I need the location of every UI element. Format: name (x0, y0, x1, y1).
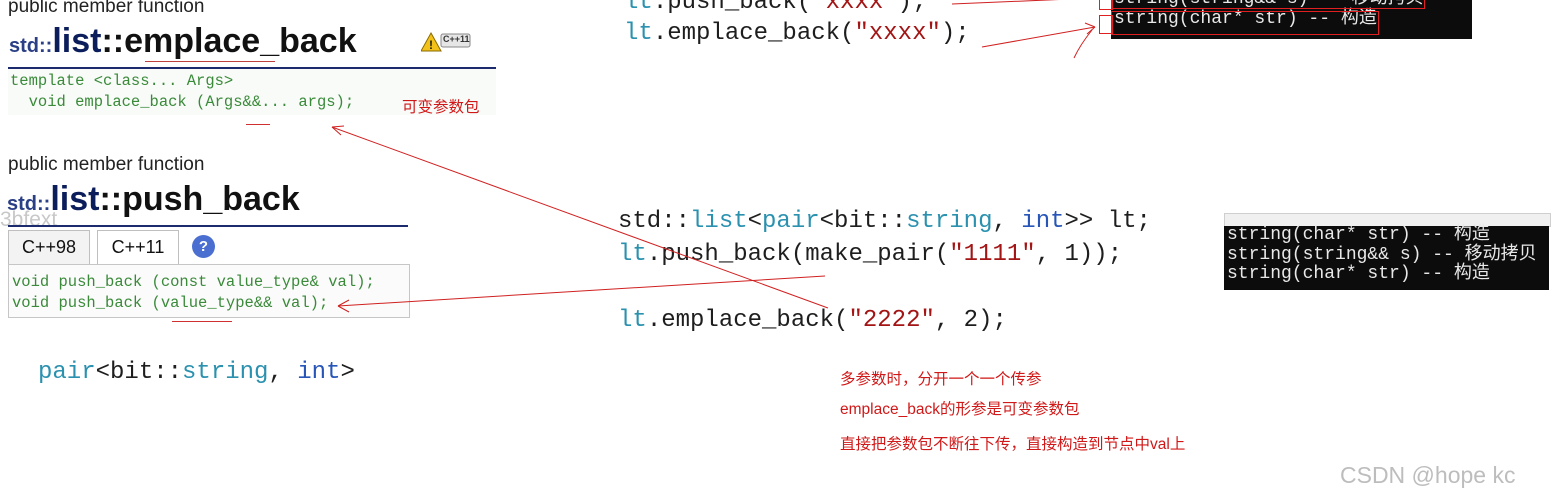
push-doc-ns: std:: (7, 193, 51, 215)
top-console-line2: string(char* str) -- 构造 (1114, 8, 1377, 29)
decl-end: >> lt; (1064, 208, 1151, 235)
pair-string-type: string (182, 359, 269, 386)
cpp11-badge-text: C++11 (443, 34, 470, 44)
top-emplace-str: "xxxx" (854, 20, 941, 47)
top-console-highlight-1 (1111, 0, 1425, 9)
pair-keyword: pair (38, 359, 96, 386)
push-doc-title: std::list::push_back (7, 180, 300, 219)
push-doc-method: push_back (122, 180, 300, 218)
emplace-doc-method: emplace_back (124, 22, 357, 60)
curl-stroke (1073, 29, 1093, 59)
decl-std-ns: std:: (618, 208, 691, 235)
mid-console-line2: string(string&& s) -- 移动拷贝 (1227, 244, 1537, 265)
val-underline (172, 321, 232, 322)
top-console-highlight-2 (1111, 11, 1379, 35)
csdn-credit: CSDN @hope kc (1340, 462, 1516, 488)
top-push-str: "xxxx" (811, 0, 898, 16)
emp-lt: lt (618, 307, 647, 334)
top-lt-1: lt (624, 0, 653, 16)
emplace-doc-sep: :: (101, 22, 125, 60)
variadic-arrowhead (331, 125, 345, 136)
decl-comma: , (992, 208, 1022, 235)
decl-pair-type: pair (762, 208, 820, 235)
emp-end: , 2); (934, 307, 1007, 334)
emplace-back-line: lt.emplace_back("2222", 2); (618, 307, 1007, 334)
top-push-call: .push_back( (652, 0, 812, 16)
note-variadic-param: emplace_back的形参是可变参数包 (840, 401, 1080, 418)
emplace-doc-ns: std:: (9, 35, 53, 57)
cpp11-warning-badge: ! C++11 (420, 31, 471, 53)
args-underline (246, 124, 270, 125)
decl-bit-ns: <bit:: (819, 208, 907, 235)
emplace-proto-line1: template <class... Args> (10, 72, 234, 90)
rvalue-arrowhead (337, 299, 350, 313)
pair-type-snippet: pair<bit::string, int> (38, 359, 355, 386)
emplace-method-underline (145, 61, 275, 62)
emplace-doc-label: public member function (8, 0, 205, 17)
mid-console-line1: string(char* str) -- 构造 (1227, 225, 1490, 245)
push-str: "1111" (949, 241, 1036, 268)
top-lt-2: lt (624, 20, 653, 47)
mid-console-line3: string(char* str) -- 构造 (1227, 264, 1490, 284)
push-end: , 1)); (1035, 241, 1123, 268)
pair-ns: <bit:: (95, 359, 183, 386)
emplace-proto-line2: void emplace_back (Args&&... args); (10, 93, 355, 111)
pair-int-keyword: int (297, 359, 341, 386)
emplace-doc-title: std::list::emplace_back (9, 22, 357, 61)
top-emplace-end: ); (940, 20, 970, 47)
warning-icon: ! (420, 31, 471, 52)
top-console-marker-1 (1099, 0, 1113, 10)
svg-text:!: ! (429, 38, 433, 52)
tab-cpp98[interactable]: C++98 (8, 230, 90, 265)
tab-cpp11[interactable]: C++11 (97, 230, 179, 265)
push-doc-class: list (50, 180, 100, 218)
note-multi-param: 多参数时，分开一个一个传参 (840, 371, 1042, 388)
push-back-make-pair-line: lt.push_back(make_pair("1111", 1)); (618, 241, 1122, 268)
top-emplace-call: .emplace_back( (652, 20, 855, 47)
decl-list-type: list (690, 208, 748, 235)
emp-call: .emplace_back( (646, 307, 849, 334)
top-console-marker-2 (1099, 15, 1113, 34)
top-push-back-line: lt.push_back("xxxx"); (624, 0, 926, 16)
decl-open: < (747, 208, 763, 235)
emplace-to-variadic-arrow (331, 126, 829, 309)
note-forward-construct: 直接把参数包不断往下传，直接构造到节点中val上 (840, 436, 1186, 453)
push-to-rvalue-arrow (337, 275, 826, 307)
emp-str: "2222" (848, 307, 935, 334)
push-call: .push_back(make_pair( (646, 241, 950, 268)
decl-string-type: string (906, 208, 993, 235)
pair-close: > (340, 359, 355, 386)
push-doc-label: public member function (8, 154, 205, 175)
top-emplace-arrow (981, 26, 1096, 48)
help-icon[interactable]: ? (192, 235, 215, 258)
emplace-doc-class: list (52, 22, 102, 60)
emplace-doc-rule (8, 67, 496, 69)
list-declaration-line: std::list<pair<bit::string, int>> lt; (618, 208, 1151, 235)
push-doc-sep: :: (99, 180, 123, 218)
push-doc-rule (8, 225, 408, 227)
pair-comma: , (268, 359, 298, 386)
top-console-line1: string(string&& s) -- 移动拷贝 (1114, 0, 1472, 10)
push-proto-line2: void push_back (value_type&& val); (12, 294, 329, 312)
push-proto-line1: void push_back (const value_type& val); (12, 273, 375, 291)
top-push-end: ); (897, 0, 927, 16)
emplace-proto-box (8, 69, 496, 115)
top-push-arrow (951, 0, 1060, 5)
top-emplace-back-line: lt.emplace_back("xxxx"); (624, 20, 970, 47)
push-lt: lt (618, 241, 647, 268)
decl-int-keyword: int (1021, 208, 1065, 235)
variadic-pack-annotation: 可变参数包 (402, 99, 480, 116)
